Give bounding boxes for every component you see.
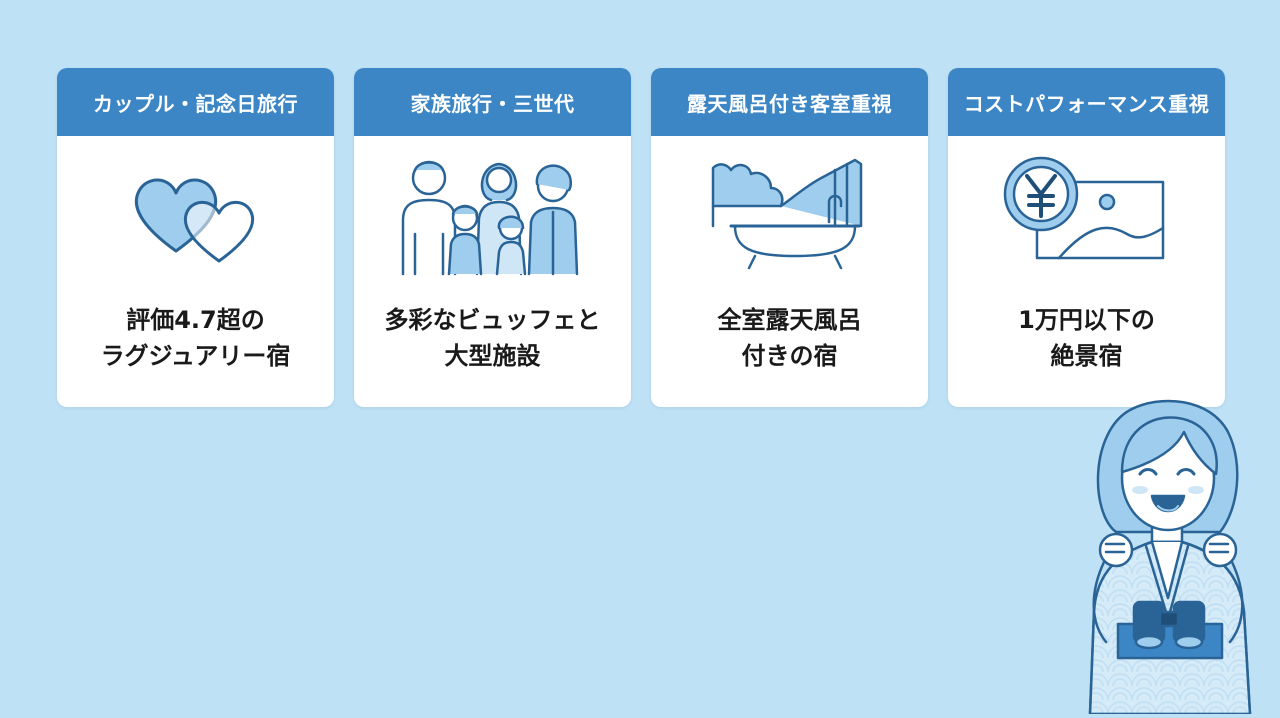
card-description-line: 大型施設 <box>444 342 541 370</box>
category-cards: カップル・記念日旅行 評価4.7超の ラグジュアリー宿 家族旅行・三世代 <box>57 68 1225 407</box>
card-description-line: ラグジュアリー宿 <box>100 342 291 370</box>
card-title: カップル・記念日旅行 <box>57 68 334 136</box>
card-description: 1万円以下の 絶景宿 <box>948 296 1225 374</box>
card-description-line: 付きの宿 <box>741 342 838 370</box>
card-description-line: 多彩なビュッフェと <box>384 306 601 334</box>
card-family-three-generations[interactable]: 家族旅行・三世代 <box>354 68 631 407</box>
card-description-line: 全室露天風呂 <box>717 306 862 334</box>
hearts-icon <box>57 136 334 296</box>
bathtub-view-icon <box>651 136 928 296</box>
card-description: 多彩なビュッフェと 大型施設 <box>354 296 631 374</box>
card-description: 全室露天風呂 付きの宿 <box>651 296 928 374</box>
yukata-woman-binoculars-illustration <box>1060 392 1270 718</box>
card-description-line: 絶景宿 <box>1050 342 1123 370</box>
card-cost-performance[interactable]: コストパフォーマンス重視 1万円以下の 絶景宿 <box>948 68 1225 407</box>
card-title: コストパフォーマンス重視 <box>948 68 1225 136</box>
family-icon <box>354 136 631 296</box>
card-description-line: 1万円以下の <box>1018 306 1155 334</box>
card-couple-anniversary[interactable]: カップル・記念日旅行 評価4.7超の ラグジュアリー宿 <box>57 68 334 407</box>
card-open-air-bath-rooms[interactable]: 露天風呂付き客室重視 全室露天風呂 付きの宿 <box>651 68 928 407</box>
card-title: 露天風呂付き客室重視 <box>651 68 928 136</box>
yen-scenery-icon <box>948 136 1225 296</box>
card-description: 評価4.7超の ラグジュアリー宿 <box>57 296 334 374</box>
card-description-line: 評価4.7超の <box>126 306 265 334</box>
card-title: 家族旅行・三世代 <box>354 68 631 136</box>
